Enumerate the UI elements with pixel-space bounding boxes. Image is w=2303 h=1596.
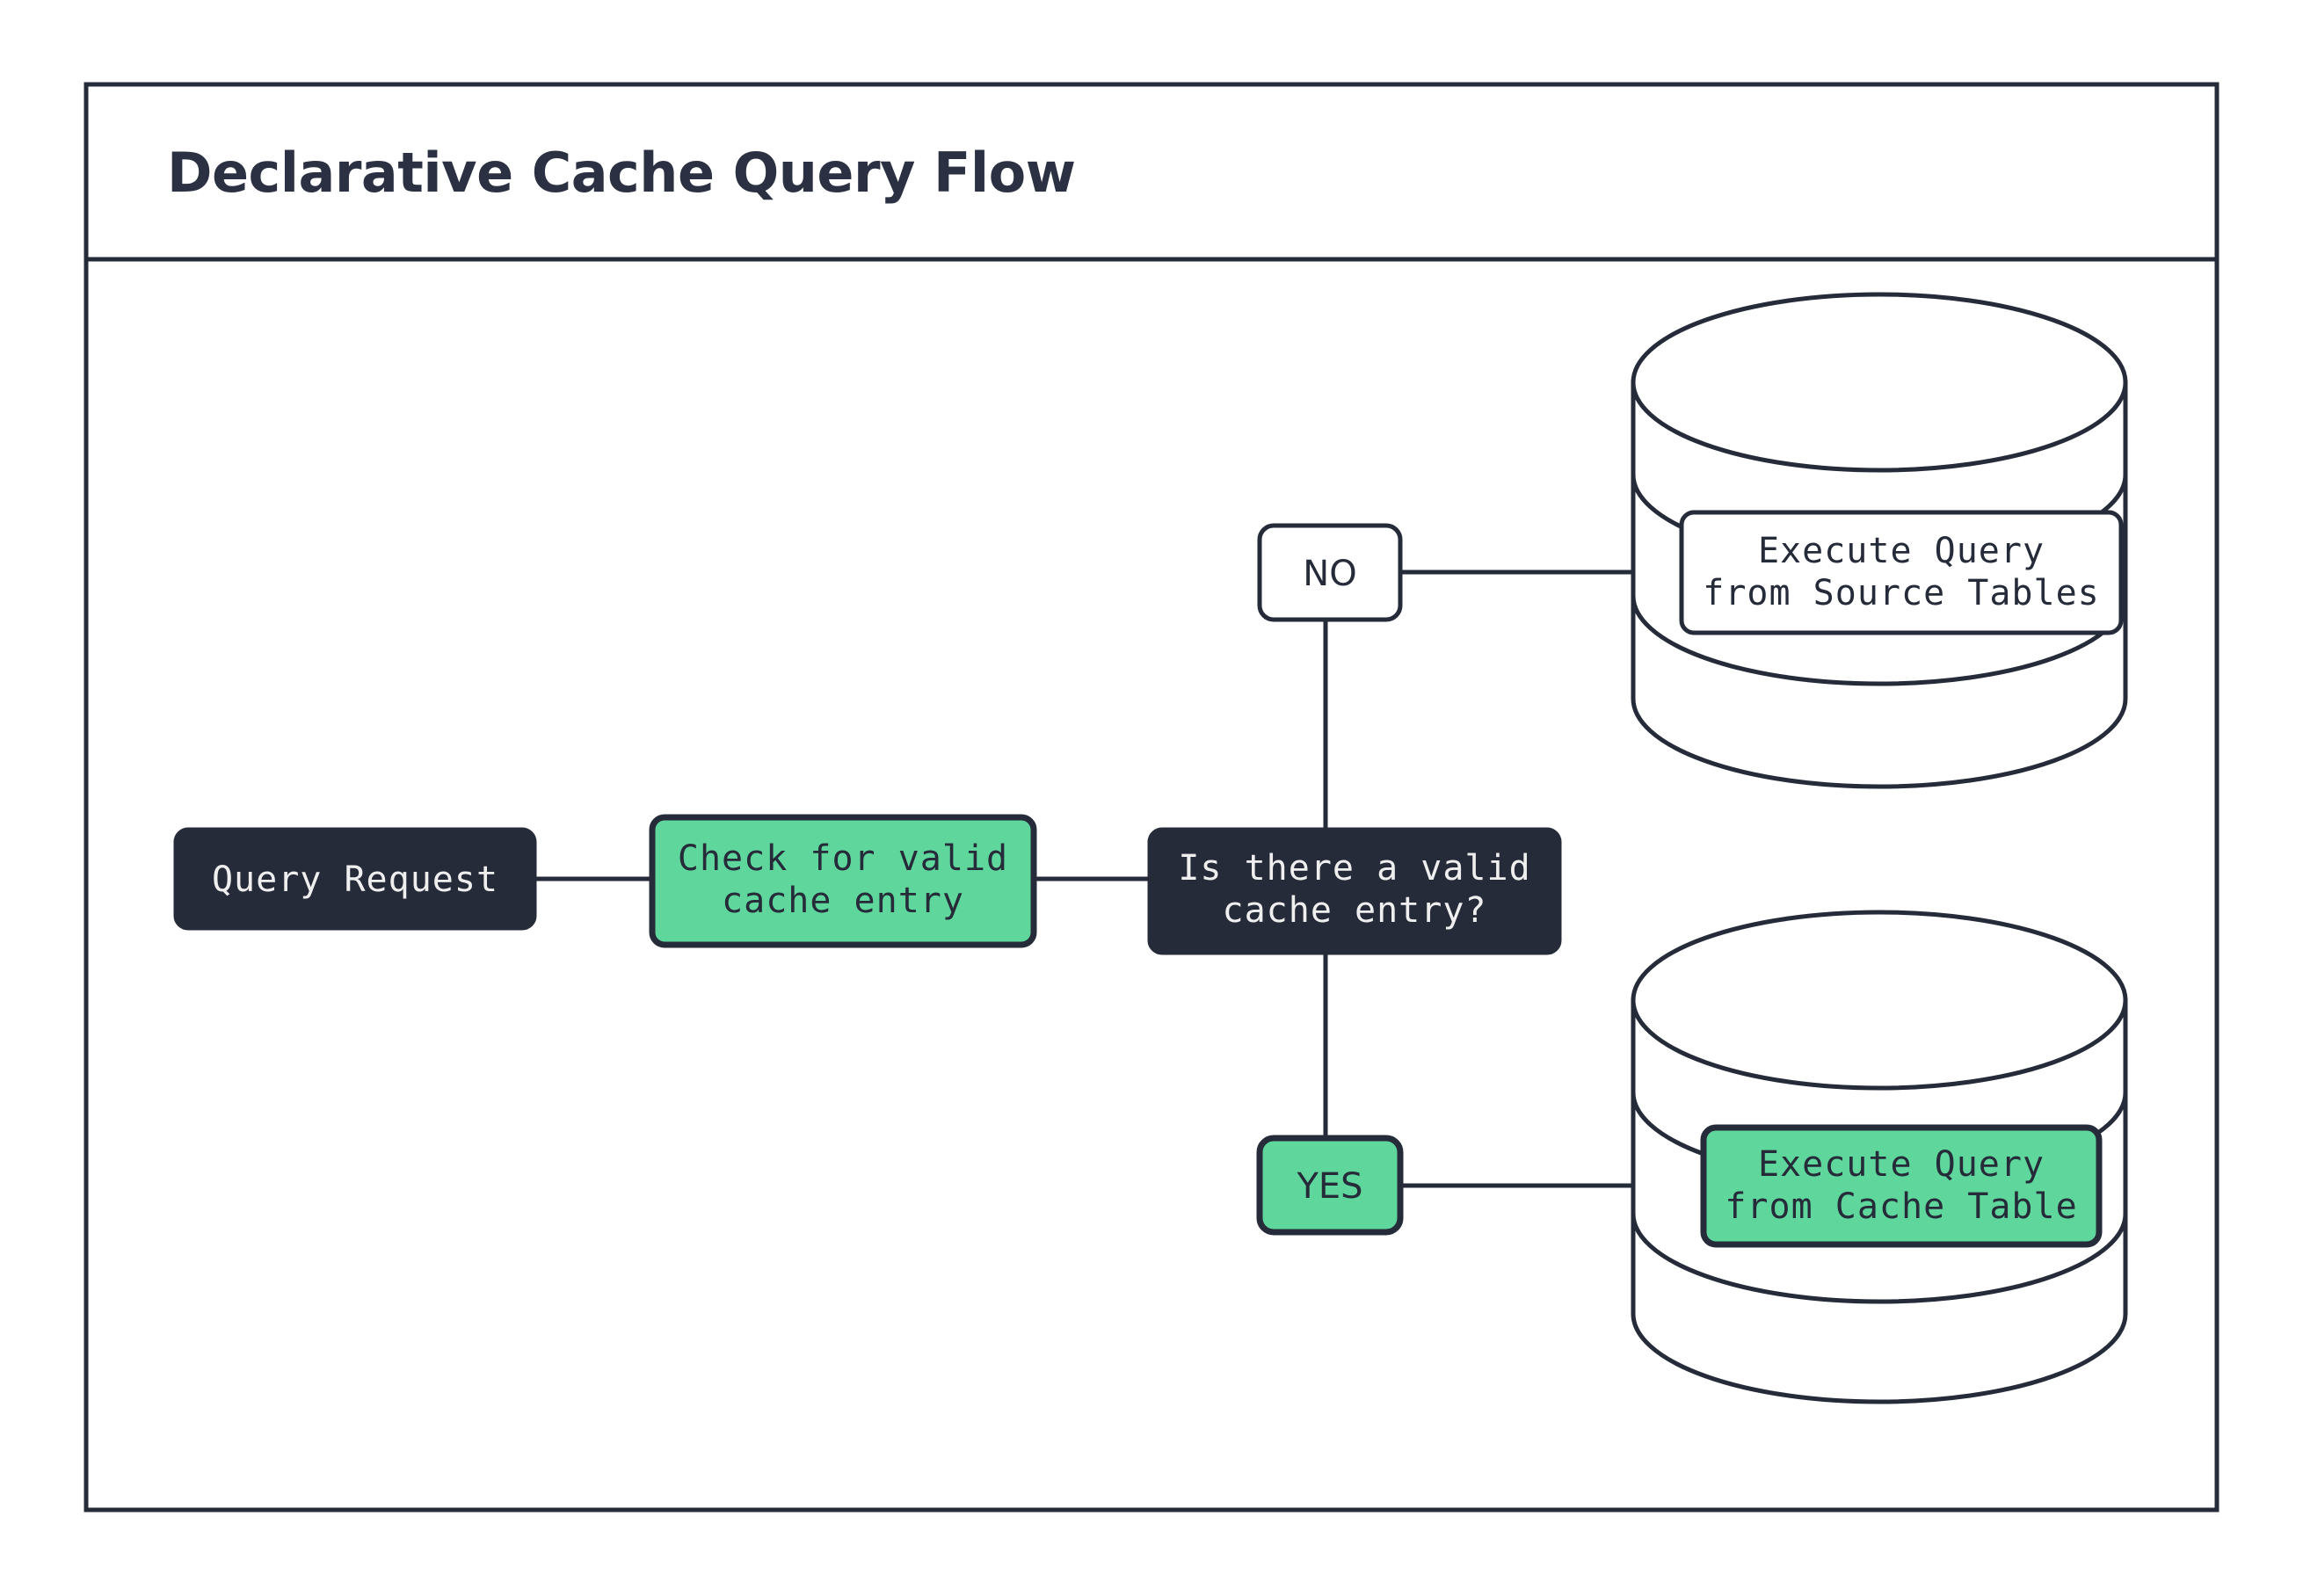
source-db-top-disc — [1631, 292, 2128, 473]
node-check-cache[interactable]: Check for valid cache entry — [649, 814, 1037, 948]
branch-label-no[interactable]: NO — [1257, 523, 1403, 622]
branch-label-yes[interactable]: YES — [1256, 1135, 1404, 1236]
yes-label: YES — [1296, 1166, 1362, 1207]
cache-db-label-line1: Execute Query — [1758, 1144, 2045, 1185]
source-tables-db[interactable]: Execute Query from Source Tables — [1631, 292, 2128, 789]
decision-box — [1147, 827, 1562, 955]
node-query-request[interactable]: Query Request — [173, 827, 537, 931]
check-cache-box — [649, 814, 1037, 948]
page-title: Declarative Cache Query Flow — [167, 141, 1076, 205]
no-box — [1257, 523, 1403, 622]
cache-db-band-2 — [1631, 1213, 2128, 1304]
yes-box — [1256, 1135, 1404, 1236]
source-db-label-box — [1679, 510, 2124, 635]
source-db-band-2 — [1631, 595, 2128, 686]
check-cache-label-line2: cache entry — [722, 881, 964, 921]
decision-label-line2: cache entry? — [1223, 890, 1487, 931]
query-request-box — [173, 827, 537, 931]
cache-db-label-line2: from Cache Table — [1725, 1186, 2077, 1227]
check-cache-label-line1: Check for valid — [678, 838, 1008, 879]
query-request-label: Query Request — [212, 860, 498, 900]
node-decision-valid-cache[interactable]: Is there a valid cache entry? — [1147, 827, 1562, 955]
no-label: NO — [1303, 554, 1356, 594]
cache-db-top-disc — [1631, 910, 2128, 1091]
decision-label-line1: Is there a valid — [1178, 848, 1530, 889]
source-db-label-line2: from Source Tables — [1703, 573, 2099, 613]
cache-table-db[interactable]: Execute Query from Cache Table — [1631, 910, 2128, 1404]
source-db-label-line1: Execute Query — [1758, 531, 2045, 571]
cache-db-label-box — [1700, 1124, 2103, 1248]
